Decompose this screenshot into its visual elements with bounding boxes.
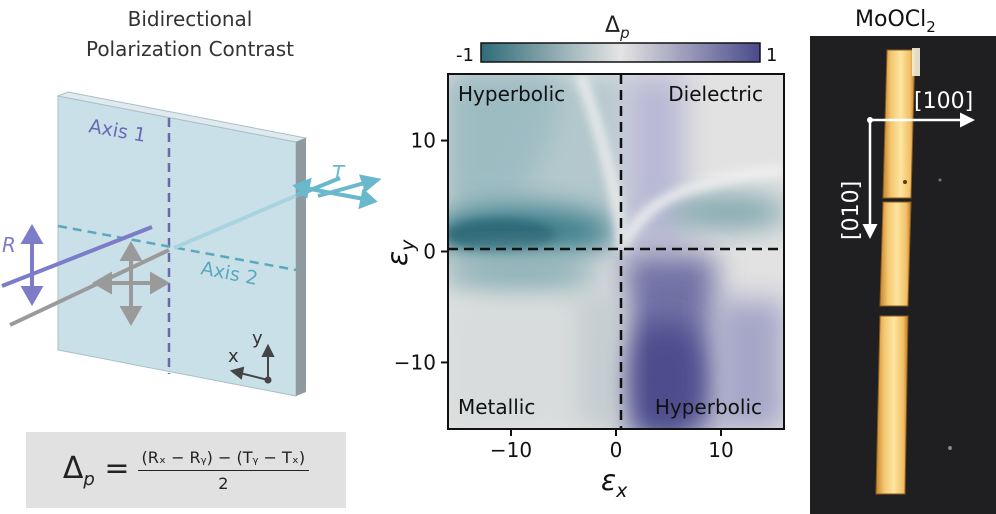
y-tick-label: −10 — [394, 350, 436, 374]
direction-label-010: [010] — [839, 181, 864, 240]
transmitted-label: T — [332, 161, 346, 185]
left-title-line2: Polarization Contrast — [86, 37, 294, 61]
heatmap-image — [448, 74, 784, 429]
reflected-label: R — [2, 233, 16, 257]
coord-y-label: y — [252, 328, 263, 349]
equation-numerator: (Rₓ − Rᵧ) − (Tᵧ − Tₓ) — [137, 448, 310, 471]
coord-x-label: x — [228, 346, 239, 367]
quadrant-label-bottom-right: Hyperbolic — [655, 395, 762, 419]
dust-speck — [938, 178, 942, 182]
colorbar-max-label: 1 — [766, 45, 777, 66]
quadrant-label-top-right: Dielectric — [668, 82, 763, 106]
micrograph-panel: MoOCl2 [100] [010] — [810, 7, 996, 514]
sample-slab-side — [296, 138, 306, 396]
direction-origin — [867, 117, 873, 123]
incident-polarization-cross — [91, 240, 171, 327]
micrograph-title: MoOCl2 — [855, 7, 936, 36]
coordinate-axes — [229, 343, 275, 384]
equation: Δp = (Rₓ − Rᵧ) − (Tᵧ − Tₓ) 2 — [26, 432, 346, 508]
crystal-segment-3 — [875, 315, 909, 495]
quadrant-label-top-left: Hyperbolic — [458, 82, 565, 106]
equation-denominator: 2 — [218, 473, 229, 493]
crystal-segment-2 — [879, 201, 912, 307]
axis-ticks: −10 0 10 10 0 −10 — [394, 129, 734, 462]
colorbar-title: Δp — [605, 13, 630, 42]
x-tick-label: 0 — [610, 438, 623, 462]
crystal-segment-1 — [882, 49, 916, 199]
crystal-edge-highlight — [912, 48, 920, 76]
transmitted-polarization-arrow — [292, 174, 382, 210]
quadrant-label-bottom-left: Metallic — [458, 395, 535, 419]
y-tick-label: 10 — [411, 129, 436, 153]
reflected-polarization-arrow — [20, 223, 44, 307]
reflected-beam — [1, 225, 153, 288]
equation-fraction: (Rₓ − Rᵧ) − (Tᵧ − Tₓ) 2 — [137, 448, 310, 493]
equation-lhs: Δp = — [62, 450, 130, 490]
y-axis-label: εy — [381, 239, 419, 266]
x-tick-label: −10 — [490, 438, 532, 462]
y-tick-label: 0 — [423, 240, 436, 264]
incident-beam — [9, 248, 170, 327]
x-axis-label: εx — [601, 464, 628, 502]
equation-box: Δp = (Rₓ − Rᵧ) − (Tᵧ − Tₓ) 2 — [26, 432, 346, 508]
heatmap-chart: Δp -1 1 — [381, 13, 785, 502]
colorbar-min-label: -1 — [456, 45, 474, 66]
left-title-line1: Bidirectional — [128, 7, 253, 31]
transmitted-beam-inside — [173, 192, 301, 250]
left-diagram: Bidirectional Polarization Contrast Axis… — [1, 7, 382, 397]
x-tick-label: 10 — [708, 438, 733, 462]
colorbar — [480, 42, 761, 63]
dust-speck — [948, 446, 952, 450]
crystal-defect — [903, 180, 907, 184]
direction-label-100: [100] — [914, 89, 973, 114]
